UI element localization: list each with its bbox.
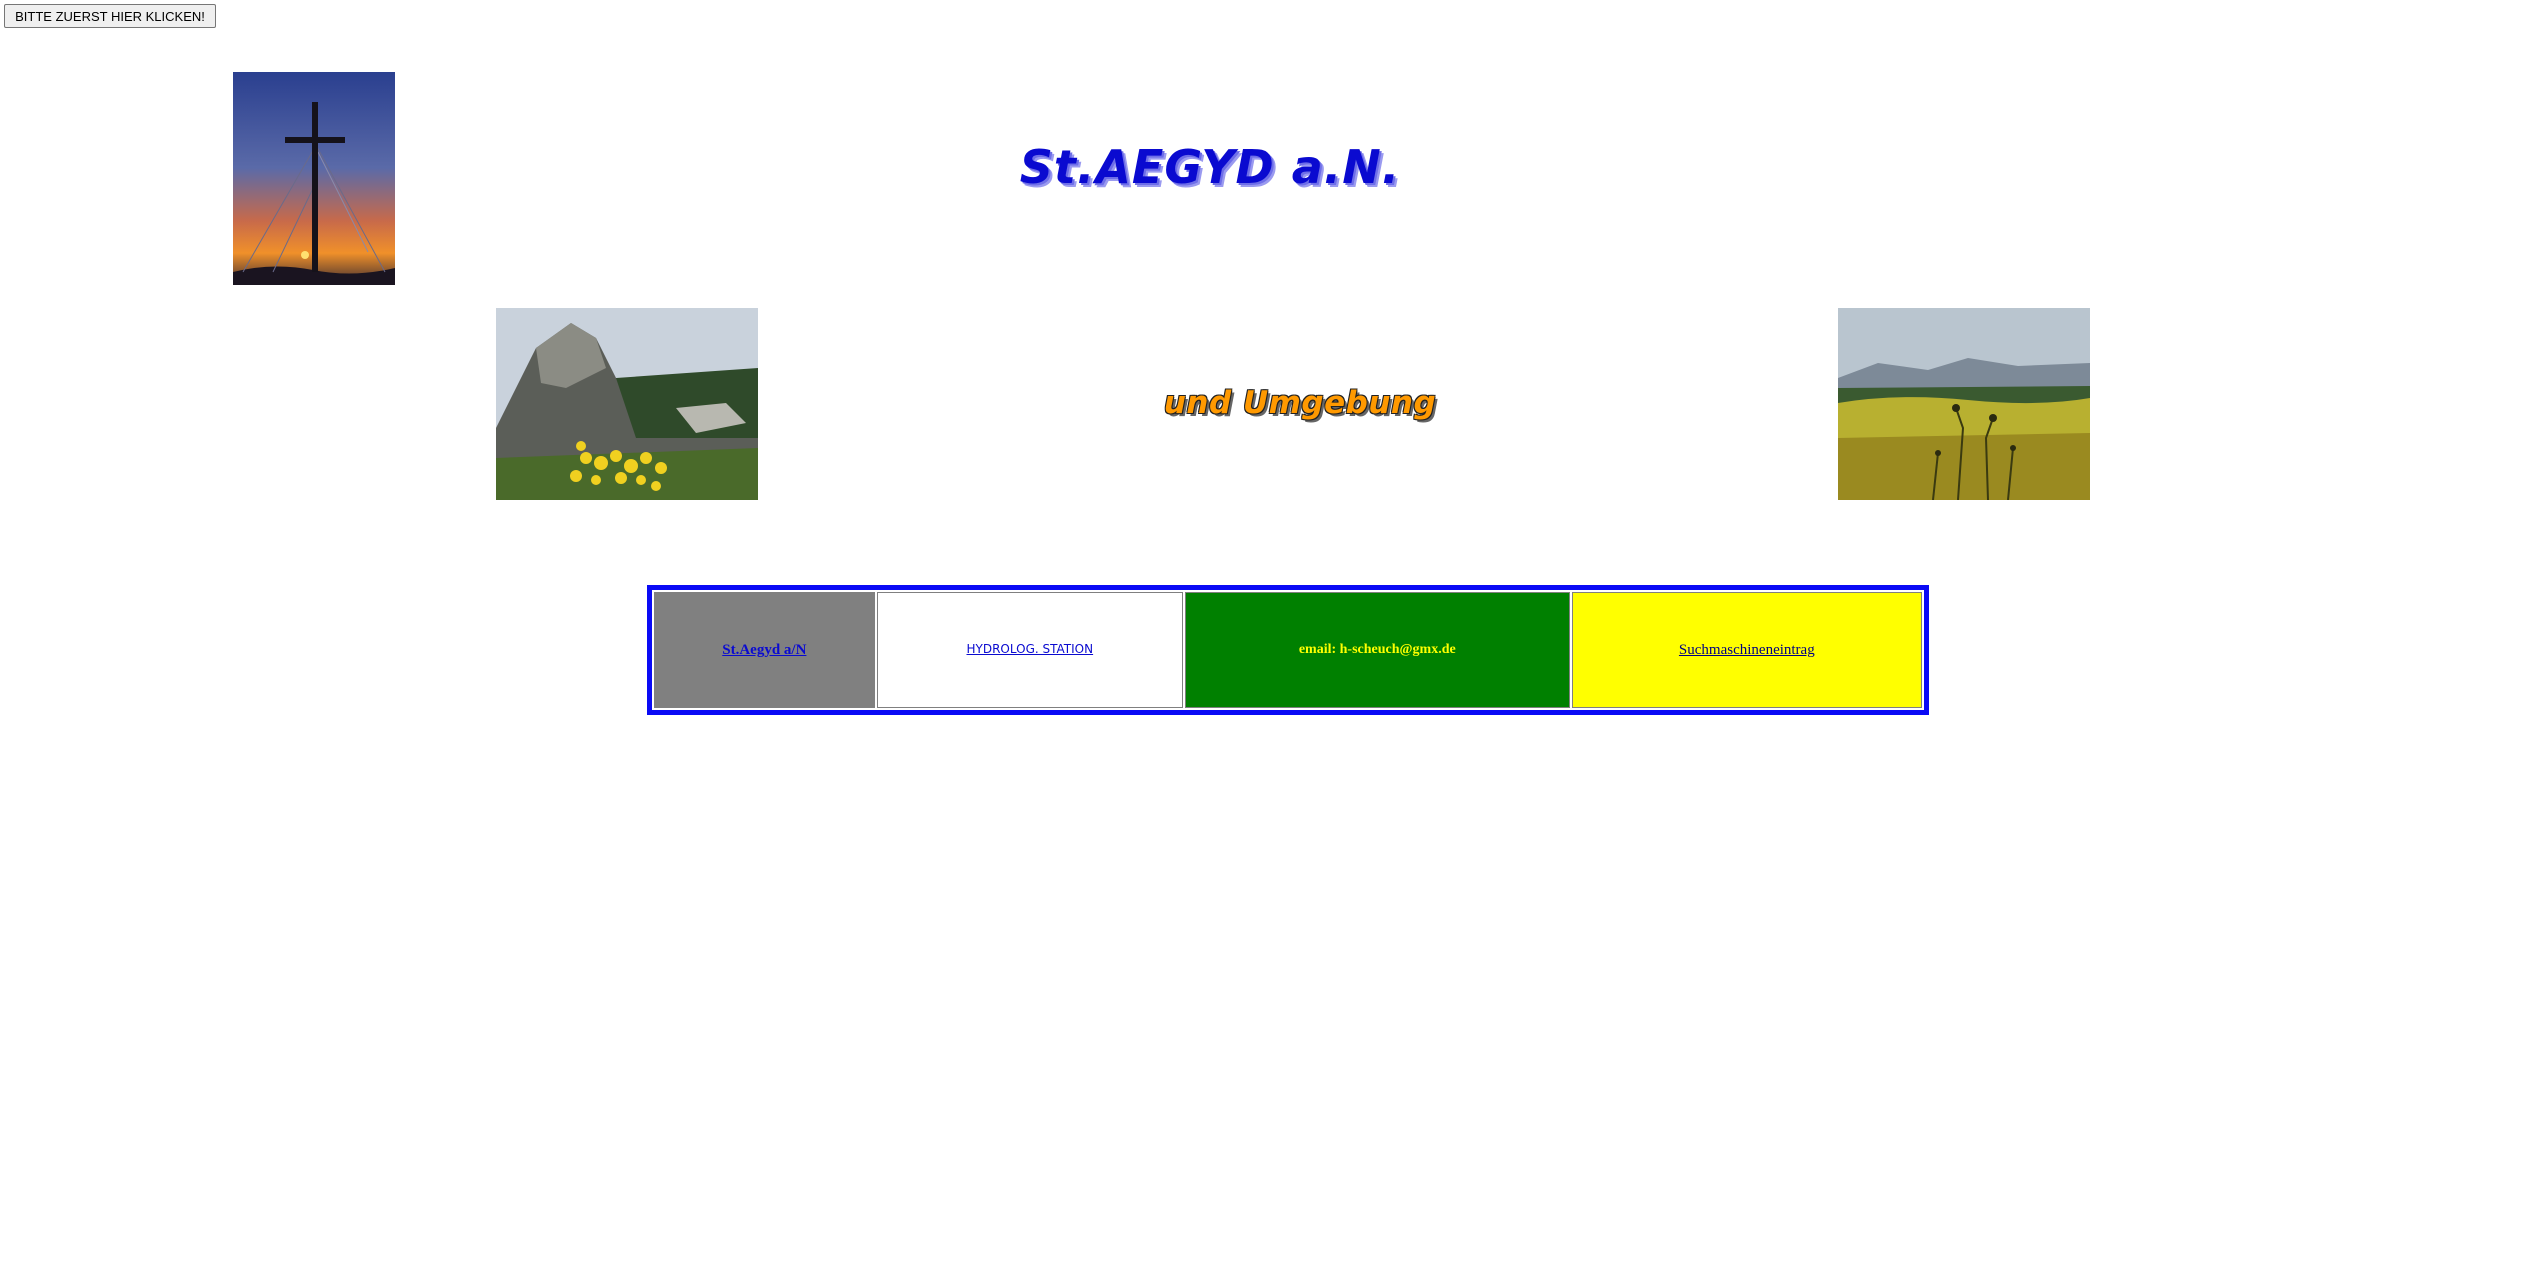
email-text: email: h-scheuch@gmx.de bbox=[1298, 642, 1456, 657]
click-here-first-button[interactable]: BITTE ZUERST HIER KLICKEN! bbox=[4, 4, 216, 28]
navigation-table: St.Aegyd a/N HYDROLOG. STATION email: h-… bbox=[647, 585, 1929, 715]
nav-cell-hydro: HYDROLOG. STATION bbox=[876, 592, 1183, 708]
search-engine-entry-link[interactable]: Suchmaschineneintrag bbox=[1678, 641, 1815, 658]
rock-flowers-svg bbox=[496, 308, 758, 500]
summit-cross-image bbox=[233, 72, 395, 285]
summit-cross-svg bbox=[233, 72, 395, 285]
hydrological-station-link[interactable]: HYDROLOG. STATION bbox=[966, 642, 1094, 656]
rock-flowers-image bbox=[496, 308, 758, 500]
alpine-meadow-svg bbox=[1838, 308, 2090, 500]
alpine-meadow-image bbox=[1838, 308, 2090, 500]
nav-cell-home: St.Aegyd a/N bbox=[654, 592, 875, 708]
page-title: St.AEGYD a.N. bbox=[1019, 140, 1401, 194]
home-link[interactable]: St.Aegyd a/N bbox=[722, 641, 807, 658]
nav-cell-search: Suchmaschineneintrag bbox=[1571, 592, 1922, 708]
page-subtitle: und Umgebung bbox=[1163, 385, 1437, 421]
navigation-row: St.Aegyd a/N HYDROLOG. STATION email: h-… bbox=[654, 592, 1922, 708]
nav-cell-email: email: h-scheuch@gmx.de bbox=[1184, 592, 1570, 708]
